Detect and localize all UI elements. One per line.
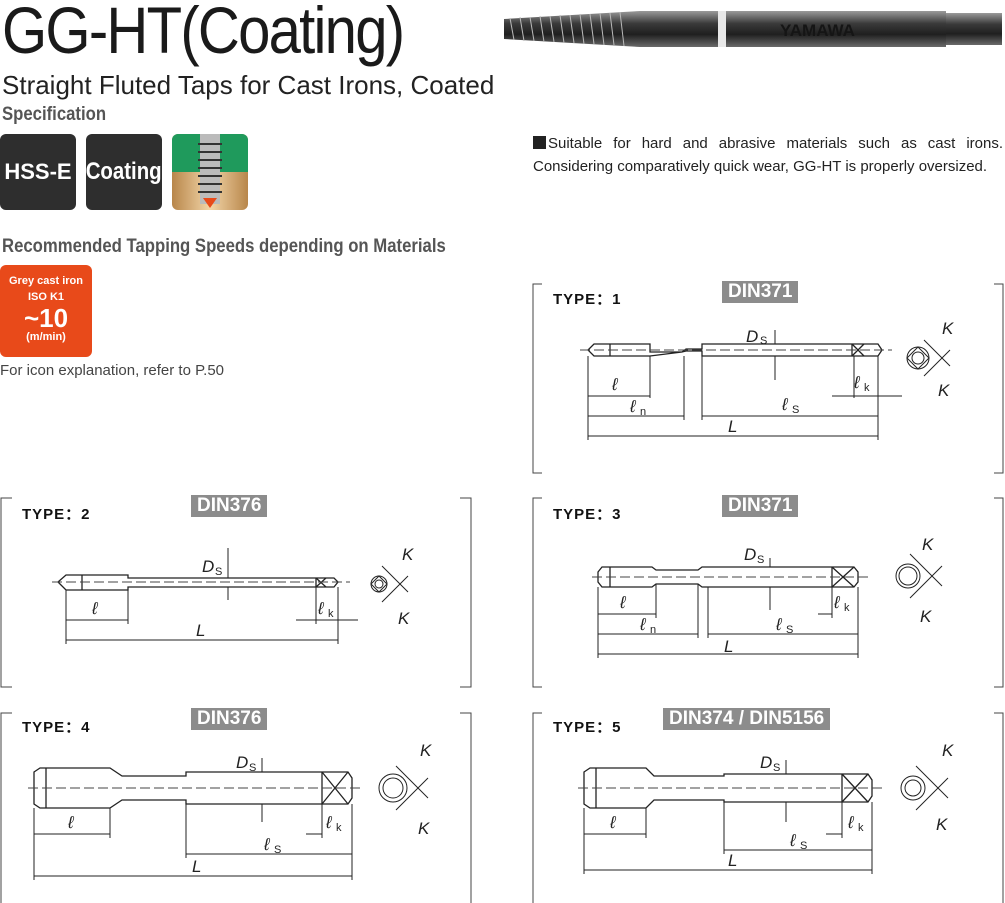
type3-panel-frame [532, 497, 1004, 688]
type4-ls-subscript: S [274, 844, 281, 856]
type1-drawing: D S ℓ ℓ n ℓ S ℓ k L K K [580, 319, 954, 440]
tap-product-image: YAMAWA [504, 11, 1002, 47]
type1-L-label: L [728, 417, 737, 436]
type4-L-label: L [192, 857, 201, 876]
type5-ds-label: D [760, 753, 772, 772]
type2-label: TYPE：2 [22, 506, 91, 523]
type3-ln-subscript: n [650, 624, 656, 636]
type2-lk-subscript: k [328, 608, 334, 620]
type4-K-top: K [420, 741, 432, 760]
type4-l-label: ℓ [67, 813, 74, 832]
type4-ds-label: D [236, 753, 248, 772]
type4-ds-subscript: S [249, 762, 256, 774]
type2-panel-frame [0, 497, 472, 688]
type3-ls-label: ℓ [775, 615, 782, 634]
speed-value: ~10 [23, 303, 69, 333]
coating-label: Coating [86, 158, 162, 185]
type3-drawing: D S ℓ ℓ n ℓ S ℓ k L K K [592, 535, 943, 658]
material-label: Grey cast iron [9, 275, 83, 287]
type3-lk-label: ℓ [833, 593, 840, 612]
product-description: Suitable for hard and abrasive materials… [533, 132, 1003, 178]
type3-l-label: ℓ [619, 593, 626, 612]
type1-ls-subscript: S [792, 404, 799, 416]
type1-ln-label: ℓ [629, 397, 636, 416]
type2-ds-label: D [202, 557, 214, 576]
type5-panel-frame [532, 712, 1004, 903]
description-text: Suitable for hard and abrasive materials… [533, 135, 1003, 175]
straight-flute-icon [172, 134, 248, 210]
type3-K-bottom: K [920, 607, 932, 626]
type3-ds-label: D [744, 545, 756, 564]
type4-lk-label: ℓ [325, 813, 332, 832]
type4-label: TYPE：4 [22, 719, 91, 736]
type3-ds-subscript: S [757, 554, 764, 566]
type5-ls-subscript: S [800, 840, 807, 852]
speed-badge: Grey cast iron ISO K1 ~10 (m/min) [0, 265, 92, 357]
page-subtitle: Straight Fluted Taps for Cast Irons, Coa… [2, 70, 495, 100]
icon-note: For icon explanation, refer to P.50 [0, 362, 225, 379]
type1-K-bottom: K [938, 381, 950, 400]
type1-panel-frame [532, 283, 1004, 474]
type1-ln-subscript: n [640, 406, 646, 418]
hss-e-label: HSS-E [4, 159, 72, 184]
type3-ls-subscript: S [786, 624, 793, 636]
type5-K-top: K [942, 741, 954, 760]
type4-standard: DIN376 [191, 708, 268, 730]
hss-e-badge: HSS-E [0, 134, 76, 210]
type2-K-bottom: K [398, 609, 410, 628]
speeds-heading: Recommended Tapping Speeds depending on … [2, 236, 446, 257]
type4-drawing: D S ℓ ℓ S ℓ k L K K [28, 741, 432, 880]
type3-standard: DIN371 [722, 495, 799, 517]
bullet-square-icon [533, 136, 546, 149]
type1-lk-subscript: k [864, 382, 870, 394]
brand-label: YAMAWA [780, 21, 855, 40]
type3-lk-subscript: k [844, 602, 850, 614]
type1-K-top: K [942, 319, 954, 338]
type3-L-label: L [724, 637, 733, 656]
type4-K-bottom: K [418, 819, 430, 838]
speed-unit: (m/min) [26, 331, 66, 343]
page-title: GG-HT(Coating) [2, 0, 405, 67]
type4-ls-label: ℓ [263, 835, 270, 854]
type2-ds-subscript: S [215, 566, 222, 578]
type2-L-label: L [196, 621, 205, 640]
type5-ls-label: ℓ [789, 831, 796, 850]
type5-ds-subscript: S [773, 762, 780, 774]
type5-drawing: D S ℓ ℓ S ℓ k L K K [578, 741, 954, 874]
type5-L-label: L [728, 851, 737, 870]
type5-standard: DIN374 / DIN5156 [663, 708, 831, 730]
type1-standard: DIN371 [722, 281, 799, 303]
type5-K-bottom: K [936, 815, 948, 834]
type1-label: TYPE：1 [553, 291, 622, 308]
type2-l-label: ℓ [91, 599, 98, 618]
type2-drawing: D S ℓ ℓ k L K K [52, 545, 414, 644]
type2-K-top: K [402, 545, 414, 564]
type3-label: TYPE：3 [553, 506, 622, 523]
type1-lk-label: ℓ [853, 373, 860, 392]
type3-K-top: K [922, 535, 934, 554]
type4-panel-frame [0, 712, 472, 903]
type2-standard: DIN376 [191, 495, 268, 517]
type5-l-label: ℓ [609, 813, 616, 832]
iso-label: ISO K1 [27, 291, 65, 303]
type5-lk-subscript: k [858, 822, 864, 834]
type1-ds-label: D [746, 327, 758, 346]
spec-heading: Specification [2, 104, 107, 125]
type5-lk-label: ℓ [847, 813, 854, 832]
type2-lk-label: ℓ [317, 599, 324, 618]
type5-label: TYPE：5 [553, 719, 622, 736]
type4-lk-subscript: k [336, 822, 342, 834]
coating-badge: Coating [86, 134, 162, 210]
type1-ds-subscript: S [760, 335, 767, 347]
type3-ln-label: ℓ [639, 615, 646, 634]
type1-ls-label: ℓ [781, 395, 788, 414]
type1-l-label: ℓ [611, 375, 618, 394]
